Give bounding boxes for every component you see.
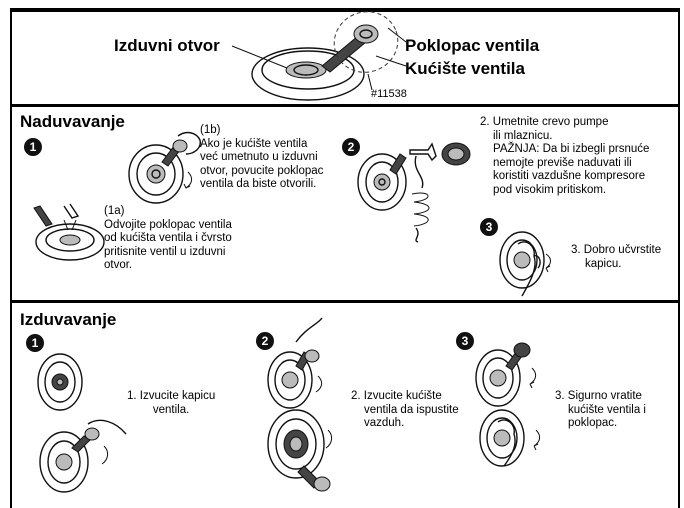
inflate-title: Naduvavanje xyxy=(20,112,125,132)
deflate-step2-text: 2. Izvucite kućište ventila da ispustite… xyxy=(351,390,459,431)
deflate-step3-illustration xyxy=(468,338,554,468)
inflate-step1b-text: (1b) Ako je kućište ventila već umetnuto… xyxy=(200,124,323,192)
inflate-step1-badge: 1 xyxy=(24,138,42,156)
inflate-step1a-illustration xyxy=(28,204,108,264)
inflate-step1a-text: (1a) Odvojite poklopac ventila od kućišt… xyxy=(104,205,232,273)
valve-cap-label: Poklopac ventila xyxy=(405,36,539,56)
inflate-step3-text: 3. Dobro učvrstite kapicu. xyxy=(571,244,661,271)
inflate-step2-illustration xyxy=(352,130,480,242)
section-divider-top xyxy=(10,104,680,107)
deflate-title: Izduvavanje xyxy=(20,310,116,330)
inflate-step2-text: 2. Umetnite crevo pumpe ili mlaznicu. PA… xyxy=(480,116,649,197)
deflate-step3-text: 3. Sigurno vratite kućište ventila i pok… xyxy=(555,390,646,431)
valve-overview-illustration xyxy=(226,12,406,104)
deflate-step1-illustration xyxy=(26,350,130,498)
exhaust-port-label: Izduvni otvor xyxy=(114,36,220,56)
section-divider-middle xyxy=(10,300,680,303)
deflate-step1-text: 1. Izvucite kapicu ventila. xyxy=(127,390,215,417)
valve-housing-label: Kućište ventila xyxy=(405,59,525,79)
inflate-step1b-illustration xyxy=(118,126,202,206)
deflate-step2-illustration xyxy=(256,318,358,494)
inflate-step3-illustration xyxy=(496,224,572,300)
